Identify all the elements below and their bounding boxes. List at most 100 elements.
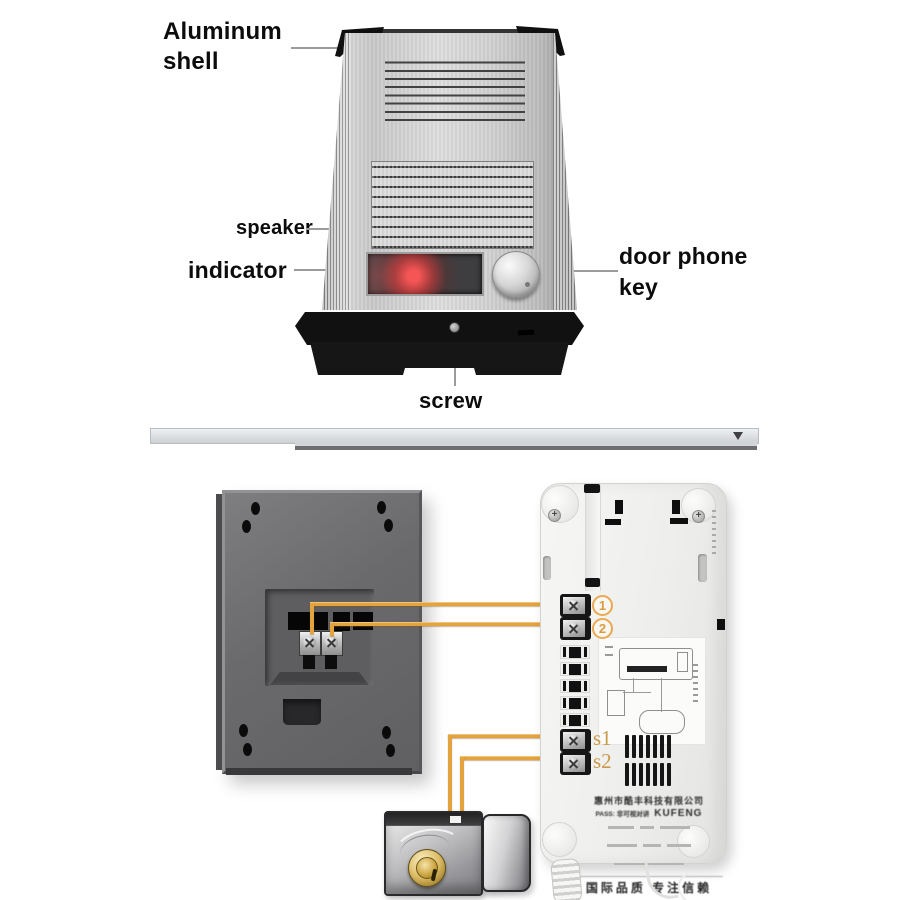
vent-row	[625, 735, 671, 758]
screw-hole	[239, 724, 248, 737]
screw-icon	[449, 322, 460, 333]
mount-clip	[584, 484, 600, 493]
spec-row-bars	[575, 819, 723, 837]
mount-hole	[605, 519, 621, 525]
wiring-schematic-sticker	[598, 637, 706, 745]
speaker-grille	[371, 161, 534, 249]
mount-hole	[672, 500, 680, 514]
label-indicator: indicator	[188, 257, 287, 283]
wire-s1-horizontal	[448, 734, 564, 738]
schematic-mark	[605, 646, 613, 648]
terminal-screw-icon	[567, 757, 580, 770]
company-name: 惠州市酷丰科技有限公司	[593, 796, 704, 806]
wire-1-horizontal	[310, 602, 566, 606]
hanging-hook	[543, 556, 551, 580]
screw-icon: +	[692, 510, 705, 523]
unit-terminal-s2	[560, 752, 591, 775]
corner-boss	[542, 822, 577, 857]
device-base-flange	[295, 312, 584, 345]
schematic-line	[623, 692, 651, 693]
mount-hole	[615, 500, 623, 514]
unit-terminal-2	[560, 617, 591, 640]
lock-strike-plate	[482, 814, 531, 892]
panel-side-wall	[216, 494, 226, 770]
screw-hole	[384, 519, 393, 532]
mount-clip	[585, 578, 600, 587]
screw-hole	[377, 501, 386, 514]
device-vent-slots	[385, 57, 525, 121]
schematic-mark	[627, 666, 667, 672]
schematic-box	[677, 652, 688, 672]
wire-s2-vertical	[460, 756, 464, 814]
unit-terminal-1	[560, 594, 591, 617]
schematic-box	[619, 648, 693, 680]
panel-slot	[288, 612, 328, 630]
pass-text: PASS: 非可视对讲	[595, 811, 650, 818]
connector-slot	[560, 662, 590, 676]
product-label-sticker: 惠州市酷丰科技有限公司 PASS: 非可视对讲 KUFENG 国际品质 专注信赖	[575, 794, 723, 896]
wire-s1-vertical	[448, 734, 452, 814]
section-divider-underline	[295, 441, 757, 450]
terminal-label-2: 2	[592, 618, 613, 639]
spec-row-bars	[575, 855, 723, 873]
wire-2-horizontal	[330, 622, 566, 626]
keyhole-icon	[430, 868, 438, 882]
device-top-edge	[378, 29, 522, 33]
leader-line-door-phone-key	[531, 270, 618, 272]
hanging-hook	[698, 554, 707, 582]
panel-mount-notch	[283, 699, 321, 725]
edge-serration	[712, 506, 716, 554]
screw-hole	[382, 726, 391, 739]
leader-line-aluminum	[291, 47, 380, 49]
mount-channel	[585, 485, 601, 591]
label-speaker: speaker	[236, 217, 314, 239]
terminal-screw-icon	[567, 622, 580, 635]
terminal-label-s1: s1	[593, 726, 612, 750]
electric-lock-body	[384, 811, 483, 896]
wire-2-vertical	[330, 622, 334, 636]
connector-slot	[560, 696, 590, 710]
chevron-down-icon[interactable]	[733, 432, 743, 440]
pass-brand-row: PASS: 非可视对讲 KUFENG	[575, 808, 723, 819]
unit-terminal-s1	[560, 729, 591, 752]
label-door-phone-key-line1: door phone	[619, 243, 748, 269]
indicator-window	[366, 252, 484, 296]
lock-cylinder	[408, 849, 446, 887]
connector-slot	[560, 679, 590, 693]
door-phone-key-button[interactable]	[492, 251, 540, 298]
terminal-label-s2: s2	[593, 749, 612, 773]
schematic-line	[661, 678, 662, 712]
screw-hole	[243, 743, 252, 756]
panel-slot	[353, 612, 373, 630]
wire-s2-horizontal	[460, 756, 564, 760]
panel-terminal-1	[299, 631, 321, 656]
panel-slot	[333, 612, 350, 631]
label-door-phone-key: door phone key	[619, 241, 747, 303]
screw-icon: +	[548, 509, 561, 522]
terminal-screw-icon	[325, 636, 338, 649]
lock-top-strip	[386, 813, 481, 826]
label-aluminum-shell-line2: shell	[163, 48, 219, 75]
schematic-box	[607, 690, 625, 716]
door-phone-body	[322, 33, 577, 310]
indoor-unit-back: + + 惠州市酷丰科技有限公司	[540, 483, 727, 900]
device-side-rib-left	[322, 33, 351, 310]
spec-row-bars	[575, 837, 723, 855]
recess-shadow	[270, 672, 369, 685]
label-aluminum-shell-line1: Aluminum	[163, 18, 282, 45]
mount-hole	[670, 518, 688, 524]
screw-hole	[251, 502, 260, 515]
connector-slot	[560, 645, 590, 659]
label-door-phone-key-line2: key	[619, 274, 658, 300]
corner-boss	[677, 825, 710, 858]
connector-slot	[560, 713, 590, 727]
schematic-box	[639, 710, 685, 734]
terminal-screw-icon	[303, 636, 316, 649]
schematic-text-column	[693, 662, 698, 702]
side-nub	[717, 619, 725, 630]
terminal-screw-icon	[567, 599, 580, 612]
wire-1-vertical	[310, 602, 314, 634]
coiled-handset-cord	[550, 857, 583, 900]
label-aluminum-shell: Aluminum shell	[163, 17, 282, 77]
device-base-box	[310, 342, 569, 375]
